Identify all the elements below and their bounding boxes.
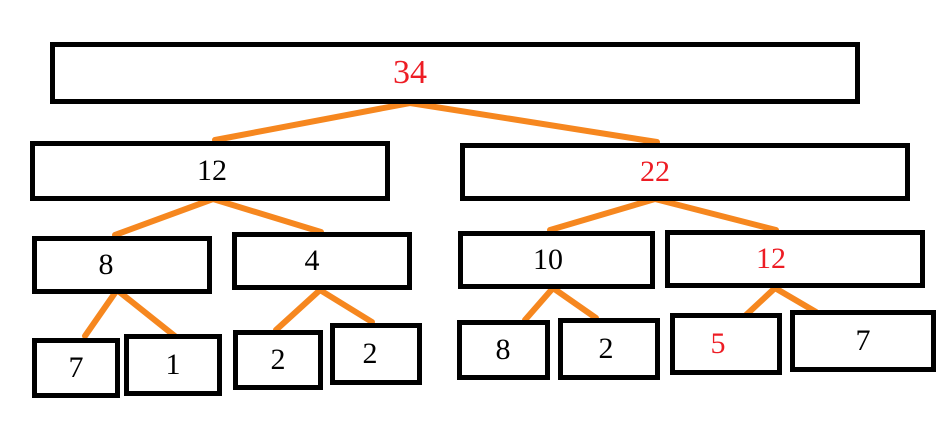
tree-node-value: 10: [533, 243, 563, 276]
tree-edge: [317, 287, 375, 325]
tree-node-value: 7: [68, 351, 84, 384]
tree-node-n14[interactable]: 7: [790, 310, 936, 372]
tree-edge: [407, 100, 660, 145]
tree-node-value: 2: [598, 332, 614, 365]
tree-edge: [652, 196, 779, 233]
tree-node-n2[interactable]: 22: [460, 143, 910, 201]
tree-edge: [112, 196, 216, 238]
tree-node-n4[interactable]: 4: [232, 232, 412, 290]
tree-node-value: 8: [98, 248, 114, 281]
tree-edge: [210, 196, 324, 235]
tree-node-n12[interactable]: 2: [558, 318, 660, 380]
tree-edge: [550, 285, 599, 321]
tree-node-value: 4: [304, 244, 320, 277]
tree-edge: [522, 285, 556, 323]
tree-node-n13[interactable]: 5: [670, 313, 782, 375]
tree-node-n10[interactable]: 2: [330, 323, 422, 385]
tree-node-n7[interactable]: 7: [32, 338, 120, 398]
tree-node-value: 12: [197, 154, 227, 187]
tree-node-value: 12: [756, 242, 786, 275]
tree-edge: [114, 287, 179, 340]
tree-edge: [273, 287, 323, 333]
tree-edge: [742, 285, 778, 319]
tree-edge: [772, 285, 819, 315]
tree-node-n8[interactable]: 1: [124, 334, 222, 396]
tree-node-n9[interactable]: 2: [233, 330, 323, 390]
tree-node-value: 7: [855, 324, 871, 357]
tree-node-n6[interactable]: 12: [665, 230, 925, 288]
tree-node-value: 5: [710, 327, 726, 360]
tree-node-n11[interactable]: 8: [457, 320, 550, 380]
tree-node-n1[interactable]: 12: [30, 141, 390, 201]
tree-node-value: 2: [270, 343, 286, 376]
tree-node-value: 8: [495, 333, 511, 366]
tree-edge: [82, 287, 120, 339]
tree-edge: [547, 196, 658, 233]
tree-node-n5[interactable]: 10: [458, 231, 655, 289]
tree-node-value: 34: [393, 54, 427, 91]
tree-node-value: 2: [362, 337, 378, 370]
tree-node-n0[interactable]: 34: [50, 42, 860, 104]
tree-node-value: 1: [165, 348, 181, 381]
tree-node-n3[interactable]: 8: [32, 236, 212, 294]
tree-edge: [212, 100, 413, 143]
tree-node-value: 22: [640, 155, 670, 188]
